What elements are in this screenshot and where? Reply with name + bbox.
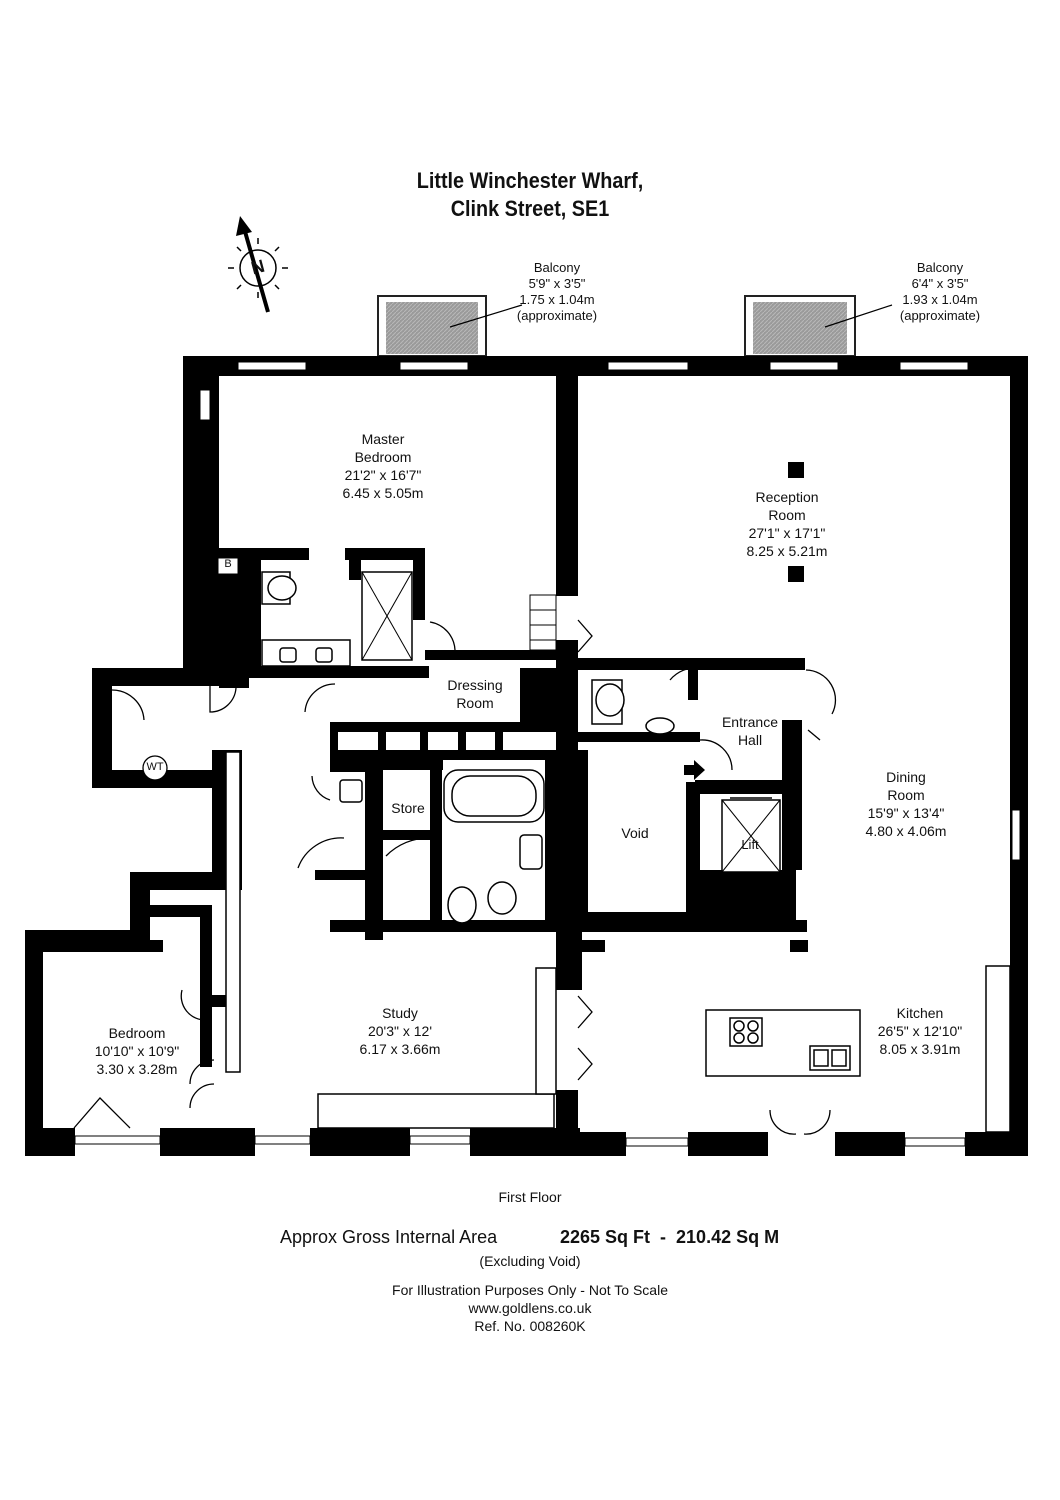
room-imperial: 26'5" x 12'10": [877, 1023, 963, 1039]
balcony-east: [744, 295, 856, 357]
kitchen-island: [225, 751, 1011, 1133]
room-metric: 8.25 x 5.21m: [746, 543, 828, 559]
room-metric: 6.45 x 5.05m: [342, 485, 424, 501]
column: [788, 566, 804, 582]
room-name: Room: [456, 695, 494, 711]
room-imperial: 15'9" x 13'4": [867, 805, 945, 821]
ensuite-fixtures: [261, 571, 413, 667]
study-label: Study 20'3" x 12' 6.17 x 3.66m: [330, 1004, 470, 1058]
entrance-arrow-icon: [684, 760, 705, 780]
balcony-imperial: 6'4" x 3'5": [911, 276, 969, 291]
balcony-west-leader: [449, 304, 523, 328]
room-name: Reception: [755, 489, 819, 505]
balcony-metric: 1.75 x 1.04m: [519, 292, 595, 307]
reception-room-label: Reception Room 27'1" x 17'1" 8.25 x 5.21…: [717, 488, 857, 560]
room-imperial: 27'1" x 17'1": [748, 525, 826, 541]
room-name: Entrance: [721, 714, 779, 730]
room-name: Kitchen: [896, 1005, 944, 1021]
wc-label: WT: [146, 761, 164, 773]
doors: [73, 619, 837, 1135]
interior-walls: [43, 376, 808, 1150]
store-label: Store: [391, 800, 425, 816]
room-metric: 6.17 x 3.66m: [359, 1041, 441, 1057]
balcony-metric: 1.93 x 1.04m: [902, 292, 978, 307]
room-imperial: 10'10" x 10'9": [94, 1043, 180, 1059]
room-metric: 4.80 x 4.06m: [865, 823, 947, 839]
room-name: Dining: [886, 769, 926, 785]
room-metric: 3.30 x 3.28m: [96, 1061, 178, 1077]
room-name: Dressing: [447, 677, 503, 693]
website-link[interactable]: www.goldlens.co.uk: [468, 1300, 592, 1316]
property-title-line2: Clink Street, SE1: [450, 196, 610, 221]
boiler-box: [217, 557, 239, 575]
dining-room-label: Dining Room 15'9" x 13'4" 4.80 x 4.06m: [836, 768, 976, 840]
lift-shaft: [721, 797, 781, 873]
column: [788, 462, 804, 478]
balcony-east-label: Balcony 6'4" x 3'5" 1.93 x 1.04m (approx…: [875, 260, 1005, 324]
stairs: [529, 594, 557, 651]
entrance-hall-label: Entrance Hall: [705, 713, 795, 749]
balcony-note: (approximate): [516, 308, 598, 323]
room-name: Study: [382, 1005, 418, 1021]
room-imperial: 20'3" x 12': [367, 1023, 433, 1039]
balcony-west: [377, 295, 487, 357]
windows: [74, 361, 1021, 1147]
wc-symbol: [142, 755, 168, 781]
reference-number: Ref. No. 008260K: [474, 1318, 586, 1334]
bedroom-label: Bedroom 10'10" x 10'9" 3.30 x 3.28m: [67, 1024, 207, 1078]
room-name: Room: [887, 787, 925, 803]
kitchen-label: Kitchen 26'5" x 12'10" 8.05 x 3.91m: [850, 1004, 990, 1058]
disclaimer: For Illustration Purposes Only - Not To …: [392, 1282, 668, 1298]
void-label: Void: [621, 825, 649, 841]
master-bedroom-label: Master Bedroom 21'2" x 16'7" 6.45 x 5.05…: [313, 430, 453, 502]
room-name: Master: [361, 431, 405, 447]
room-name: Bedroom: [108, 1025, 166, 1041]
room-metric: 8.05 x 3.91m: [879, 1041, 961, 1057]
lift-label: Lift: [741, 837, 759, 852]
bathroom-fixtures: [339, 679, 675, 924]
balcony-east-leader: [824, 304, 893, 328]
balcony-name: Balcony: [916, 260, 964, 275]
balcony-name: Balcony: [533, 260, 581, 275]
area-value-text: 2265 Sq Ft - 210.42 Sq M: [560, 1227, 780, 1247]
room-imperial: 21'2" x 16'7": [344, 467, 422, 483]
room-name: Bedroom: [354, 449, 412, 465]
area-value: 2265 Sq Ft - 210.42 Sq M: [560, 1226, 800, 1248]
room-name: Room: [768, 507, 806, 523]
area-label: Approx Gross Internal Area: [280, 1227, 498, 1247]
balcony-west-label: Balcony 5'9" x 3'5" 1.75 x 1.04m (approx…: [492, 260, 622, 324]
floor-label: First Floor: [498, 1189, 562, 1205]
property-title-line1: Little Winchester Wharf,: [416, 168, 644, 193]
north-arrow-icon: [228, 216, 288, 313]
room-name: Hall: [737, 732, 763, 748]
area-note: (Excluding Void): [479, 1253, 581, 1269]
boiler-label: B: [224, 558, 232, 570]
balcony-imperial: 5'9" x 3'5": [528, 276, 586, 291]
dressing-room-label: Dressing Room: [425, 676, 525, 712]
balcony-note: (approximate): [899, 308, 981, 323]
